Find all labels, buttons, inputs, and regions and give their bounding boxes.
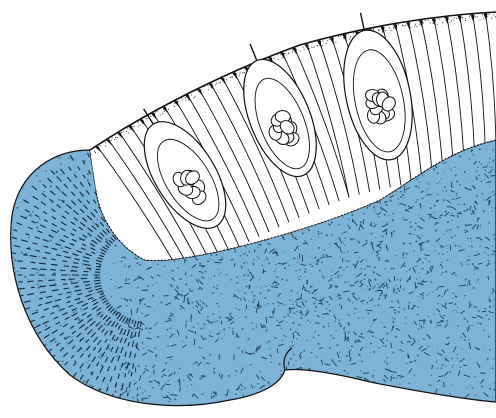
illustration xyxy=(0,0,496,418)
histology-drawing xyxy=(0,0,496,418)
